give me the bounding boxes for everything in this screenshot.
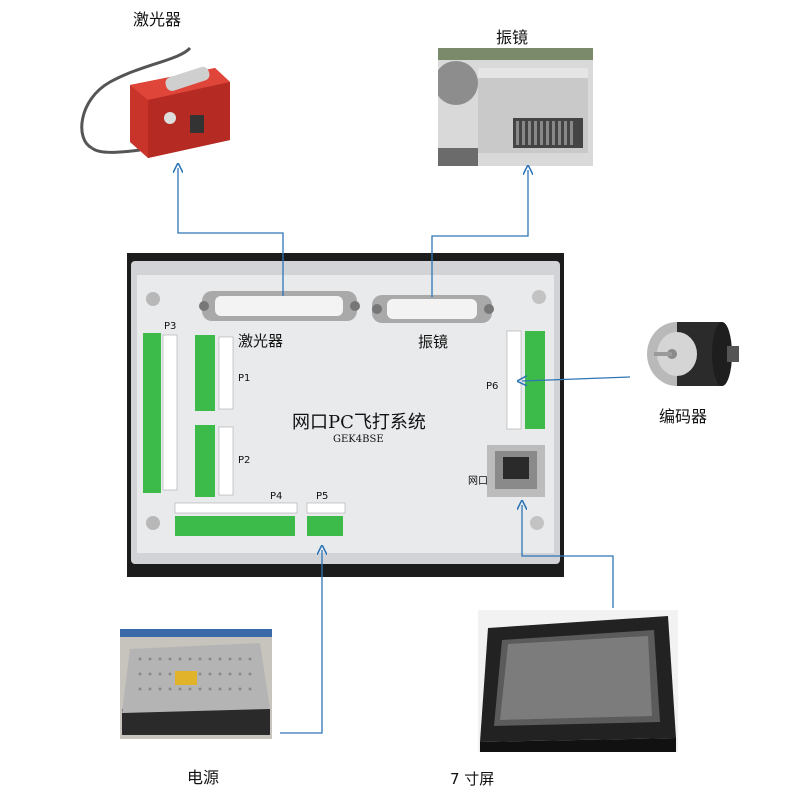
galvo-scanner-image	[438, 48, 593, 166]
board-p3-label: P3	[164, 321, 177, 332]
board-p5-label: P5	[316, 491, 329, 502]
board-port-galvo-label: 振镜	[418, 333, 449, 351]
encoder-image	[632, 316, 742, 392]
board-p4-label: P4	[270, 491, 283, 502]
board-port-laser-label: 激光器	[238, 332, 284, 350]
power-connection-line	[280, 550, 322, 734]
board-model: GEK4BSE	[333, 434, 384, 445]
laser-label: 激光器	[133, 10, 182, 29]
power-label: 电源	[187, 768, 220, 787]
controller-board	[127, 253, 564, 577]
screen-label: 7 寸屏	[450, 770, 495, 788]
board-p2-label: P2	[238, 455, 251, 466]
board-p6-label: P6	[486, 381, 499, 392]
touch-screen-image	[478, 610, 678, 752]
board-p1-label: P1	[238, 373, 251, 384]
board-net-label: 网口	[468, 476, 488, 487]
laser-device-image	[70, 30, 240, 165]
galvo-label: 振镜	[496, 28, 529, 47]
board-title: 网口PC飞打系统	[292, 412, 426, 433]
encoder-label: 编码器	[659, 407, 708, 426]
power-supply-image	[120, 629, 272, 739]
